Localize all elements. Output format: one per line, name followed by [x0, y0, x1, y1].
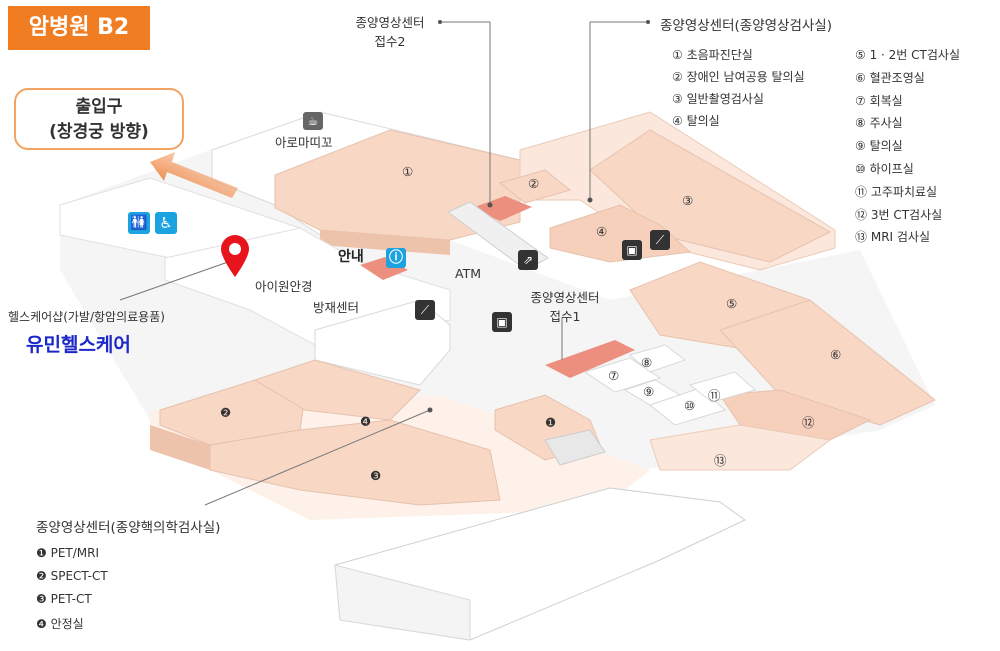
- exit-label: 출입구: [75, 97, 123, 117]
- legend-item: ① 초음파진단실: [672, 48, 753, 62]
- imaging-legend-col1: ① 초음파진단실 ② 장애인 남여공용 탈의실 ③ 일반촬영검사실 ④ 탈의실: [672, 46, 812, 134]
- room-number-9: ⑨: [643, 384, 655, 399]
- accessible-icon: ♿: [155, 212, 177, 234]
- nuclear-number-1: ❶: [545, 415, 557, 430]
- legend-item: ④ 탈의실: [672, 114, 720, 128]
- room-number-12: ⑫: [802, 415, 815, 430]
- imaging-legend-title: 종양영상센터(종양영상검사실): [660, 18, 832, 34]
- room-13: [649, 424, 832, 471]
- exit-label-box: 출입구 (창경궁 방향): [14, 88, 184, 150]
- shop-name[interactable]: 유민헬스케어: [26, 334, 131, 356]
- legend-item: ⑫ 3번 CT검사실: [855, 207, 943, 222]
- room-8: [628, 344, 687, 373]
- legend-item: ❷ SPECT-CT: [36, 569, 108, 583]
- legend-item: ⑪ 고주파치료실: [855, 184, 938, 199]
- legend-item: ⑦ 회복실: [855, 93, 903, 108]
- optician-label[interactable]: 아이원안경: [255, 279, 313, 294]
- room-number-11: ⑪: [708, 388, 721, 403]
- cafe-label[interactable]: 아로마띠꼬: [275, 135, 333, 150]
- room-number-1: ①: [402, 164, 414, 179]
- reception2-line2: 접수2: [374, 34, 406, 49]
- room-2: [498, 169, 572, 204]
- elevator-icon: ▣: [622, 240, 642, 260]
- nuclear-legend-list: ❶ PET/MRI ❷ SPECT-CT ❸ PET-CT ❹ 안정실: [36, 546, 236, 638]
- exit-arrow: [150, 152, 238, 198]
- room-number-13: ⑬: [714, 453, 727, 468]
- legend-item: ⑩ 하이프실: [855, 161, 914, 176]
- room-number-5: ⑤: [726, 296, 738, 311]
- legend-item: ② 장애인 남여공용 탈의실: [672, 70, 805, 84]
- room-6: [719, 299, 936, 426]
- legend-item: ⑧ 주사실: [855, 116, 903, 131]
- legend-item: ❸ PET-CT: [36, 592, 92, 606]
- reception1-callout: 종양영상센터 접수1: [515, 287, 615, 325]
- toilet-icon: 🚻: [128, 212, 150, 234]
- info-highlight: [360, 257, 408, 280]
- room-11: [688, 371, 757, 403]
- room-number-4: ④: [596, 224, 608, 239]
- exit-direction: (창경궁 방향): [49, 122, 149, 142]
- nuclear-number-4: ❹: [360, 414, 372, 429]
- nuclear-room-4: [253, 359, 421, 421]
- nuclear-room-3: [209, 419, 501, 506]
- info-icon: ⓘ: [386, 248, 406, 268]
- room-number-10: ⑩: [684, 398, 696, 413]
- shop-type: 헬스케어샵(가발/항암의료용품): [8, 310, 165, 324]
- legend-item: ⑥ 혈관조영실: [855, 70, 925, 85]
- reception2-callout: 종양영상센터 접수2: [340, 12, 440, 50]
- reception1-line1: 종양영상센터: [530, 290, 600, 305]
- room-7: [583, 357, 662, 393]
- stairs-icon: ⟋: [650, 230, 670, 250]
- nuclear-number-3: ❸: [370, 468, 382, 483]
- floor-badge: 암병원 B2: [8, 6, 150, 50]
- location-pin-icon: [221, 235, 249, 277]
- disaster-center-label[interactable]: 방재센터: [313, 300, 360, 315]
- room-number-7: ⑦: [608, 368, 620, 383]
- room-number-8: ⑧: [641, 355, 653, 370]
- elevator-icon: ▣: [492, 312, 512, 332]
- room-number-3: ③: [682, 193, 694, 208]
- escalator-icon: ⇗: [518, 250, 538, 270]
- legend-item: ❹ 안정실: [36, 617, 84, 631]
- legend-item: ❶ PET/MRI: [36, 546, 100, 560]
- imaging-legend-col2: ⑤ 1 · 2번 CT검사실 ⑥ 혈관조영실 ⑦ 회복실 ⑧ 주사실 ⑨ 탈의실…: [855, 46, 995, 251]
- room-number-6: ⑥: [830, 347, 842, 362]
- atm-label[interactable]: ATM: [455, 266, 482, 281]
- legend-item: ⑬ MRI 검사실: [855, 230, 931, 245]
- legend-item: ⑨ 탈의실: [855, 139, 903, 154]
- room-number-2: ②: [528, 176, 540, 191]
- reception2-line1: 종양영상센터: [355, 15, 425, 30]
- reception1-line2: 접수1: [549, 309, 581, 324]
- info-label[interactable]: 안내: [338, 249, 364, 265]
- stairs-icon: ⟋: [415, 300, 435, 320]
- legend-item: ③ 일반촬영검사실: [672, 92, 764, 106]
- nuclear-legend-title: 종양영상센터(종양핵의학검사실): [36, 520, 221, 536]
- legend-item: ⑤ 1 · 2번 CT검사실: [855, 48, 960, 62]
- reception1-highlight: [545, 340, 635, 378]
- cafe-icon: ☕: [303, 112, 323, 130]
- nuclear-number-2: ❷: [220, 405, 232, 420]
